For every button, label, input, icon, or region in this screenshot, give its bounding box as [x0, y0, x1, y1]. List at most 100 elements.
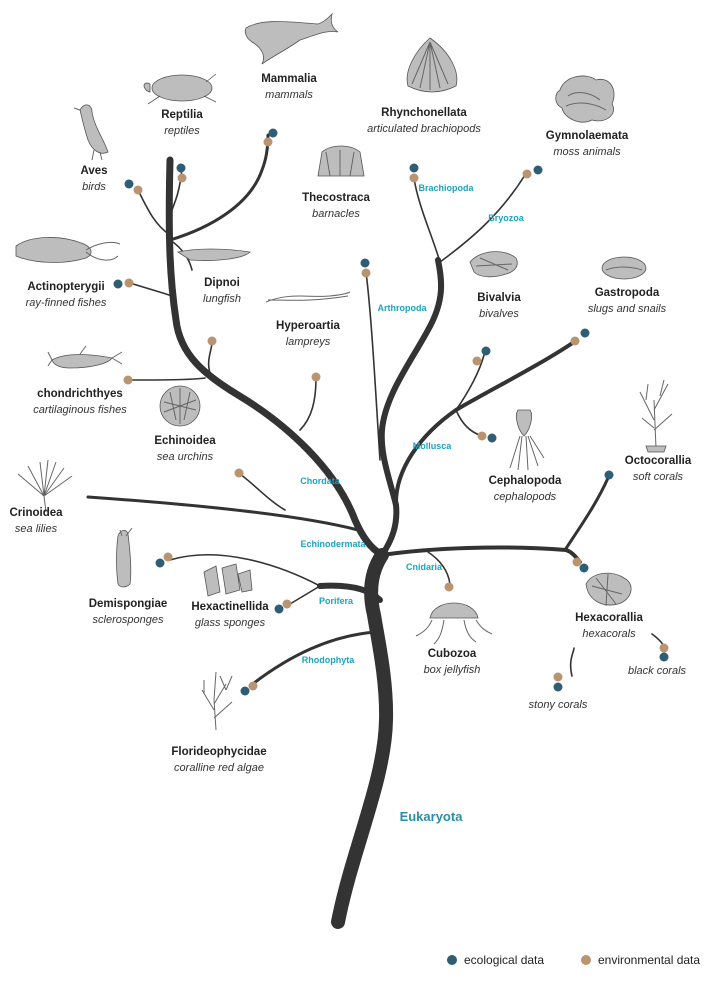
leaf-cephalopoda [455, 409, 483, 437]
root-label: Eukaryota [400, 809, 464, 824]
lungfish-illustration [176, 248, 251, 261]
softcoral-illustration [639, 379, 673, 453]
leaf-chondr [129, 377, 206, 381]
leaf-hexactinellida [289, 585, 321, 605]
env-dot [234, 468, 244, 478]
clade-mollusca: Mollusca [413, 441, 453, 451]
glass-sponge-illustration [203, 563, 253, 597]
taxon-reptilia-name: Reptilia [161, 109, 203, 121]
leaf-hexacorallia-1 [569, 647, 575, 677]
env-dot [409, 173, 419, 183]
leaf-brachiopoda [413, 177, 441, 263]
eco-dot [409, 163, 419, 173]
data-dots [113, 128, 669, 696]
taxon-crinoidea-name: Crinoidea [9, 507, 63, 519]
env-dot [472, 356, 482, 366]
eco-dot [124, 179, 134, 189]
illustrations [15, 12, 673, 731]
jellyfish-illustration [415, 602, 493, 645]
env-dot [572, 557, 582, 567]
taxon-hexactinellida-name: Hexactinellida [191, 601, 269, 613]
leaf-echino-2 [239, 473, 286, 511]
taxon-gymnolaemata-name: Gymnolaemata [546, 130, 629, 142]
eco-dot [580, 328, 590, 338]
leaf-bivalvia [455, 354, 485, 411]
cowrie-illustration [601, 256, 647, 280]
taxon-chondrichthyes-common: cartilaginous fishes [33, 404, 127, 416]
squid-illustration [509, 409, 545, 471]
taxon-cephalopoda-common: cephalopods [494, 491, 557, 503]
legend-env-label: environmental data [598, 953, 700, 967]
env-dot [263, 137, 273, 147]
taxon-hyperoartia-common: lampreys [286, 336, 331, 348]
leaf-arthropoda [365, 271, 381, 461]
chordata-branch [165, 156, 386, 559]
taxon-actinopterygii-common: ray-finned fishes [26, 297, 107, 309]
eco-dot [533, 165, 543, 175]
env-dot [124, 278, 134, 288]
legend-eco-swatch [447, 955, 457, 965]
env-dot [207, 336, 217, 346]
taxon-echinoidea-common: sea urchins [157, 451, 214, 463]
clade-bryozoa: Bryozoa [488, 213, 525, 223]
taxon-octocorallia-common: soft corals [633, 471, 684, 483]
rhodophyta-branch [248, 630, 377, 688]
eco-dot [113, 279, 123, 289]
env-dot [477, 431, 487, 441]
leaf-cubozoa [427, 551, 451, 585]
bryozoan-illustration [555, 75, 615, 123]
leaf-echinoidea [299, 377, 317, 431]
shark-illustration [47, 345, 123, 369]
taxon-crinoidea-common: sea lilies [15, 523, 58, 535]
taxon-rhynchonellata-common: articulated brachiopods [367, 123, 481, 135]
sponge-illustration [116, 527, 133, 588]
turtle-illustration [143, 73, 217, 105]
taxon-mammalia-common: mammals [265, 89, 313, 101]
taxon-thecostraca-name: Thecostraca [302, 192, 370, 204]
eco-dot [155, 558, 165, 568]
taxon-florideophycidae-common: coralline red algae [174, 762, 264, 774]
eco-dot [659, 652, 669, 662]
taxon-hexacorallia-common: hexacorals [582, 628, 636, 640]
flatfish-illustration [15, 237, 121, 263]
taxon-reptilia-common: reptiles [164, 125, 200, 137]
legend-eco-label: ecological data [464, 953, 544, 967]
taxon-aves-name: Aves [80, 165, 107, 177]
lamprey-illustration [265, 291, 351, 303]
clade-chordata: Chordata [300, 476, 340, 486]
taxon-bivalvia-common: bivalves [479, 308, 519, 320]
taxon-echinoidea-name: Echinoidea [154, 435, 216, 447]
env-dot [282, 599, 292, 609]
env-dot [311, 372, 321, 382]
cnidaria-branch [380, 545, 582, 564]
taxon-hyperoartia-name: Hyperoartia [276, 320, 341, 332]
env-dot [361, 268, 371, 278]
taxon-dipnoi-name: Dipnoi [204, 277, 240, 289]
eco-dot [268, 128, 278, 138]
taxon-gastropoda-common: slugs and snails [588, 303, 667, 315]
env-dot [659, 643, 669, 653]
taxon-florideophycidae-name: Florideophycidae [171, 746, 266, 758]
eco-dot [579, 563, 589, 573]
taxon-cubozoa-name: Cubozoa [428, 648, 477, 660]
taxon-labels: Mammalia mammals Reptilia reptiles Aves … [9, 73, 691, 774]
leaf-bryozoa [439, 174, 526, 263]
sublabel-black-corals: black corals [628, 665, 687, 677]
taxon-hexactinellida-common: glass sponges [195, 617, 266, 629]
taxon-thecostraca-common: barnacles [312, 208, 360, 220]
clam-illustration [469, 251, 518, 278]
clade-porifera: Porifera [319, 596, 354, 606]
taxon-bivalvia-name: Bivalvia [477, 292, 521, 304]
eco-dot [604, 470, 614, 480]
taxon-cubozoa-common: box jellyfish [424, 664, 481, 676]
algae-illustration [201, 671, 233, 731]
taxon-chondrichthyes-name: chondrichthyes [37, 388, 123, 400]
hexacoral-illustration [585, 572, 632, 607]
whale-illustration [244, 12, 339, 65]
leaf-hyperoartia [207, 341, 213, 374]
taxon-rhynchonellata-name: Rhynchonellata [381, 107, 467, 119]
taxon-demispongiae-common: sclerosponges [93, 614, 164, 626]
taxon-dipnoi-common: lungfish [203, 293, 241, 305]
eco-dot [176, 163, 186, 173]
